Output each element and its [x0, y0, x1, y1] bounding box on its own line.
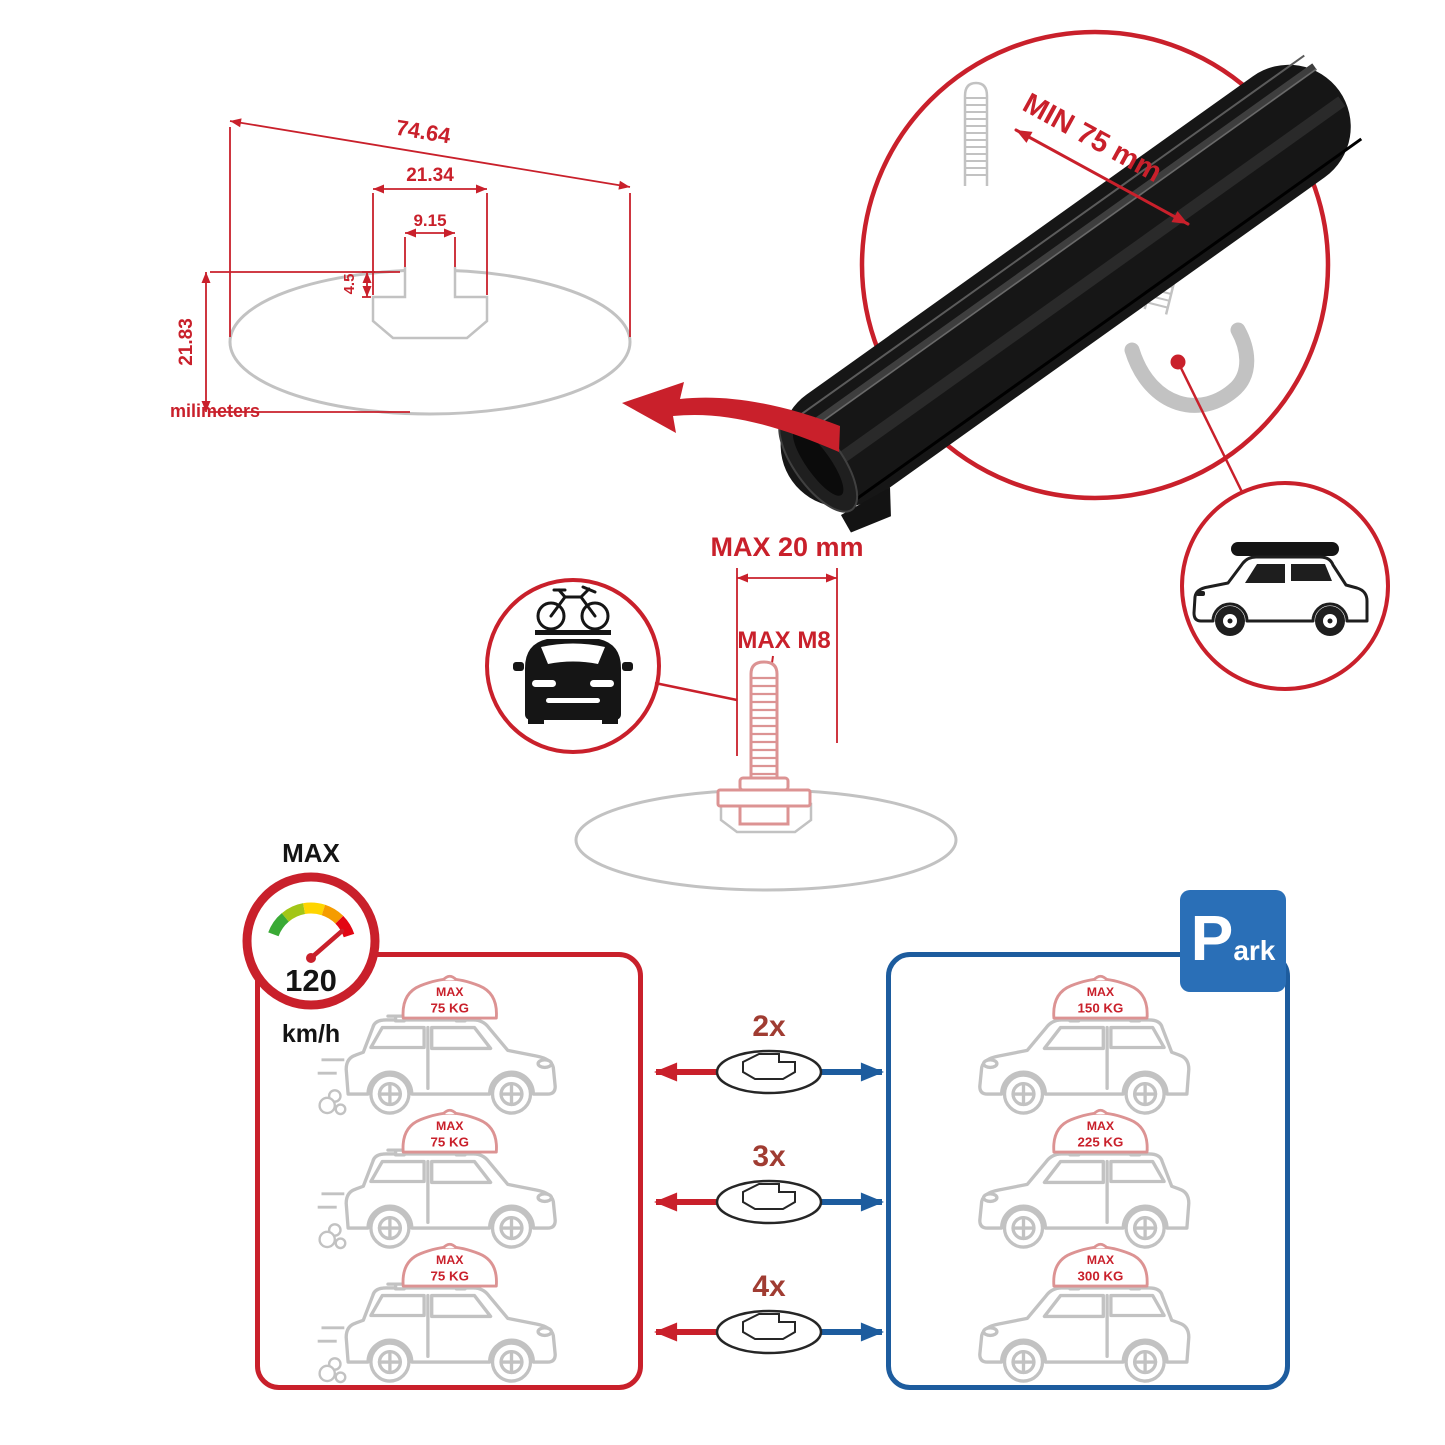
bag-max-label: MAX: [436, 1253, 464, 1267]
callout-line: [654, 681, 738, 702]
bag-max-label: MAX: [1087, 985, 1115, 999]
min-clearance-label: MIN 75 mm: [1017, 87, 1167, 189]
crossbar-section-icon: [715, 1049, 823, 1095]
bag-weight-label: 300 KG: [1078, 1268, 1124, 1283]
multiplier-row-2: 3x: [654, 1142, 884, 1225]
parked-car-row-2: MAX 225 KG: [957, 1091, 1223, 1258]
crossbar-section-icon: [715, 1179, 823, 1225]
parked-panel: MAX 150 KG MAX 225 KG MAX 300 KG: [886, 952, 1290, 1390]
bag-max-label: MAX: [436, 985, 464, 999]
parked-car-row-1: MAX 150 KG: [957, 957, 1223, 1124]
parked-car-row-3: MAX 300 KG: [957, 1225, 1223, 1392]
multiplier-label: 4x: [752, 1272, 786, 1303]
dim-channel-width-label: 21.34: [406, 165, 454, 186]
max-thread-label: MAX M8: [737, 627, 830, 654]
roofbox-car-icon: [1192, 542, 1369, 636]
bag-max-label: MAX: [1087, 1253, 1115, 1267]
dim-total-width-label: 74.64: [394, 115, 453, 149]
bag-weight-label: 75 KG: [431, 1268, 469, 1283]
car-icon: [978, 1282, 1191, 1383]
multiplier-label: 3x: [752, 1142, 786, 1173]
driving-car-row-2: MAX 75 KG: [312, 1091, 578, 1258]
bag-max-label: MAX: [1087, 1119, 1115, 1133]
crossbar-section-icon: [715, 1309, 823, 1355]
speed-unit: km/h: [282, 1020, 340, 1048]
dim-total-height-label: 21.83: [176, 318, 197, 366]
driving-panel: MAX 75 KG MAX 75 KG MAX 75 KG: [255, 952, 643, 1390]
speed-limit-badge: MAX 120 km/h: [242, 838, 380, 1048]
multiplier-row-1: 2x: [654, 1012, 884, 1095]
dim-slot-width-label: 9.15: [413, 211, 446, 230]
max-bolt-length-label: MAX 20 mm: [710, 532, 863, 562]
crossbar-closeup: MIN 75 mm: [778, 29, 1390, 691]
clamp-strap-icon: [1124, 322, 1255, 413]
park-sign-letter: P: [1190, 902, 1234, 974]
bolt-diagram: MAX 20 mm MAX M8: [485, 532, 958, 892]
clamp-rod-icon: [963, 81, 989, 186]
speed-value: 120: [285, 963, 337, 998]
t-bolt-icon: [716, 660, 812, 826]
speed-max-label: MAX: [282, 838, 340, 868]
park-sign-text: ark: [1233, 935, 1276, 966]
crossbar-bar: [778, 54, 1363, 533]
magnifier-circle: [859, 29, 1331, 501]
dim-units-label: milimeters: [170, 401, 260, 421]
speedometer-needle: [308, 928, 345, 961]
callout-line: [1179, 367, 1245, 495]
multiplier-label: 2x: [752, 1012, 786, 1043]
bike-car-icon: [513, 585, 633, 724]
exhaust-smoke-icon: [316, 1326, 347, 1384]
bag-max-label: MAX: [436, 1119, 464, 1133]
bag-weight-label: 75 KG: [431, 1134, 469, 1149]
bag-weight-label: 225 KG: [1078, 1134, 1124, 1149]
profile-t-slot-channel: [371, 267, 489, 340]
driving-car-row-1: MAX 75 KG: [312, 957, 578, 1124]
callout-dot: [1170, 354, 1186, 370]
bag-weight-label: 150 KG: [1078, 1000, 1124, 1015]
car-icon: [344, 1282, 557, 1383]
pointer-arrow-icon: [622, 382, 840, 452]
profile-dimension-drawing: 74.64 21.34 9.15 4.5 21.83 milimeters: [170, 115, 632, 421]
driving-car-row-3: MAX 75 KG: [312, 1225, 578, 1392]
speedometer-icon: [242, 872, 380, 1010]
dim-lip-depth-label: 4.5: [341, 274, 358, 295]
multiplier-row-3: 4x: [654, 1272, 884, 1355]
bag-weight-label: 75 KG: [431, 1000, 469, 1015]
